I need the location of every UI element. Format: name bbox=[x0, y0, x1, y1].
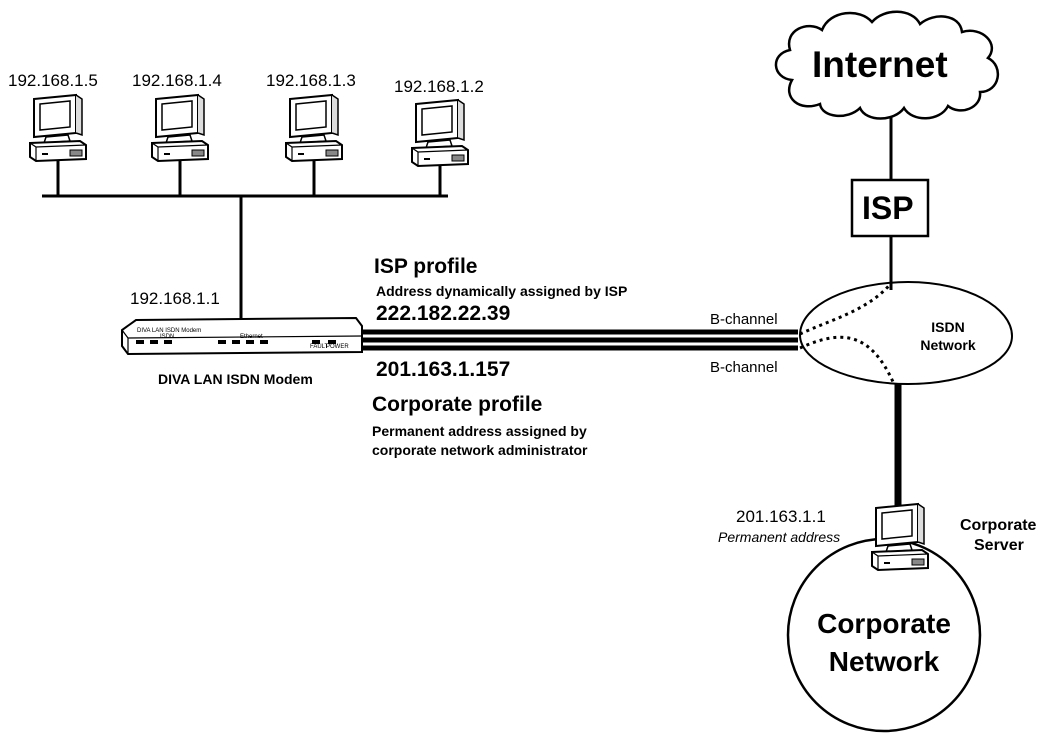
internet-cloud bbox=[774, 10, 1000, 120]
corporate-server-icon bbox=[871, 503, 929, 571]
isdn-label-line1: ISDN bbox=[931, 319, 965, 335]
modem-faceplate-isdn: ISDN bbox=[160, 334, 175, 340]
corporate-profile-address: 201.163.1.157 bbox=[376, 358, 511, 381]
isp-profile-title: ISP profile bbox=[374, 255, 478, 278]
server-label-line2: Server bbox=[974, 537, 1024, 554]
isdn-network-ellipse bbox=[798, 280, 1014, 386]
server-note-label: Permanent address bbox=[718, 529, 841, 545]
server-ip-label: 201.163.1.1 bbox=[736, 507, 826, 526]
pc-ip-label: 192.168.1.2 bbox=[394, 77, 484, 96]
b-channel-label-lower: B-channel bbox=[710, 359, 778, 376]
b-channel-lines bbox=[362, 329, 798, 351]
pc-ip-label: 192.168.1.4 bbox=[132, 71, 222, 90]
isp-profile-address: 222.182.22.39 bbox=[376, 302, 511, 325]
corporate-profile-description-1: Permanent address assigned by bbox=[372, 423, 587, 439]
internet-label: Internet bbox=[812, 44, 948, 85]
corporate-profile-description-2: corporate network administrator bbox=[372, 442, 588, 458]
pc-icon-1 bbox=[29, 94, 87, 162]
corporate-network-line2: Network bbox=[828, 646, 940, 677]
lan-bus bbox=[42, 160, 448, 322]
isdn-label-line2: Network bbox=[920, 337, 976, 353]
isp-box bbox=[850, 178, 930, 238]
corporate-network-line1: Corporate bbox=[817, 608, 951, 639]
modem-faceplate-title: DIVA LAN ISDN Modem bbox=[137, 328, 202, 334]
pc-ip-label: 192.168.1.3 bbox=[266, 71, 356, 90]
pc-icon-2 bbox=[151, 94, 209, 162]
modem-faceplate-ethernet: Ethernet bbox=[240, 334, 263, 340]
b-channel-label-upper: B-channel bbox=[710, 311, 778, 328]
modem-faceplate-fault: FAULT bbox=[310, 344, 329, 350]
server-label-line1: Corporate bbox=[960, 517, 1037, 534]
isp-label: ISP bbox=[862, 190, 914, 226]
pc-ip-label: 192.168.1.5 bbox=[8, 71, 98, 90]
isp-profile-description: Address dynamically assigned by ISP bbox=[376, 283, 628, 299]
pc-icon-3 bbox=[285, 94, 343, 162]
modem-name-label: DIVA LAN ISDN Modem bbox=[158, 371, 313, 387]
corporate-profile-title: Corporate profile bbox=[372, 393, 543, 416]
modem-ip-label: 192.168.1.1 bbox=[130, 289, 220, 308]
modem-faceplate-power: POWER bbox=[326, 344, 349, 350]
pc-icon-4 bbox=[411, 99, 469, 167]
modem-icon bbox=[121, 316, 363, 356]
